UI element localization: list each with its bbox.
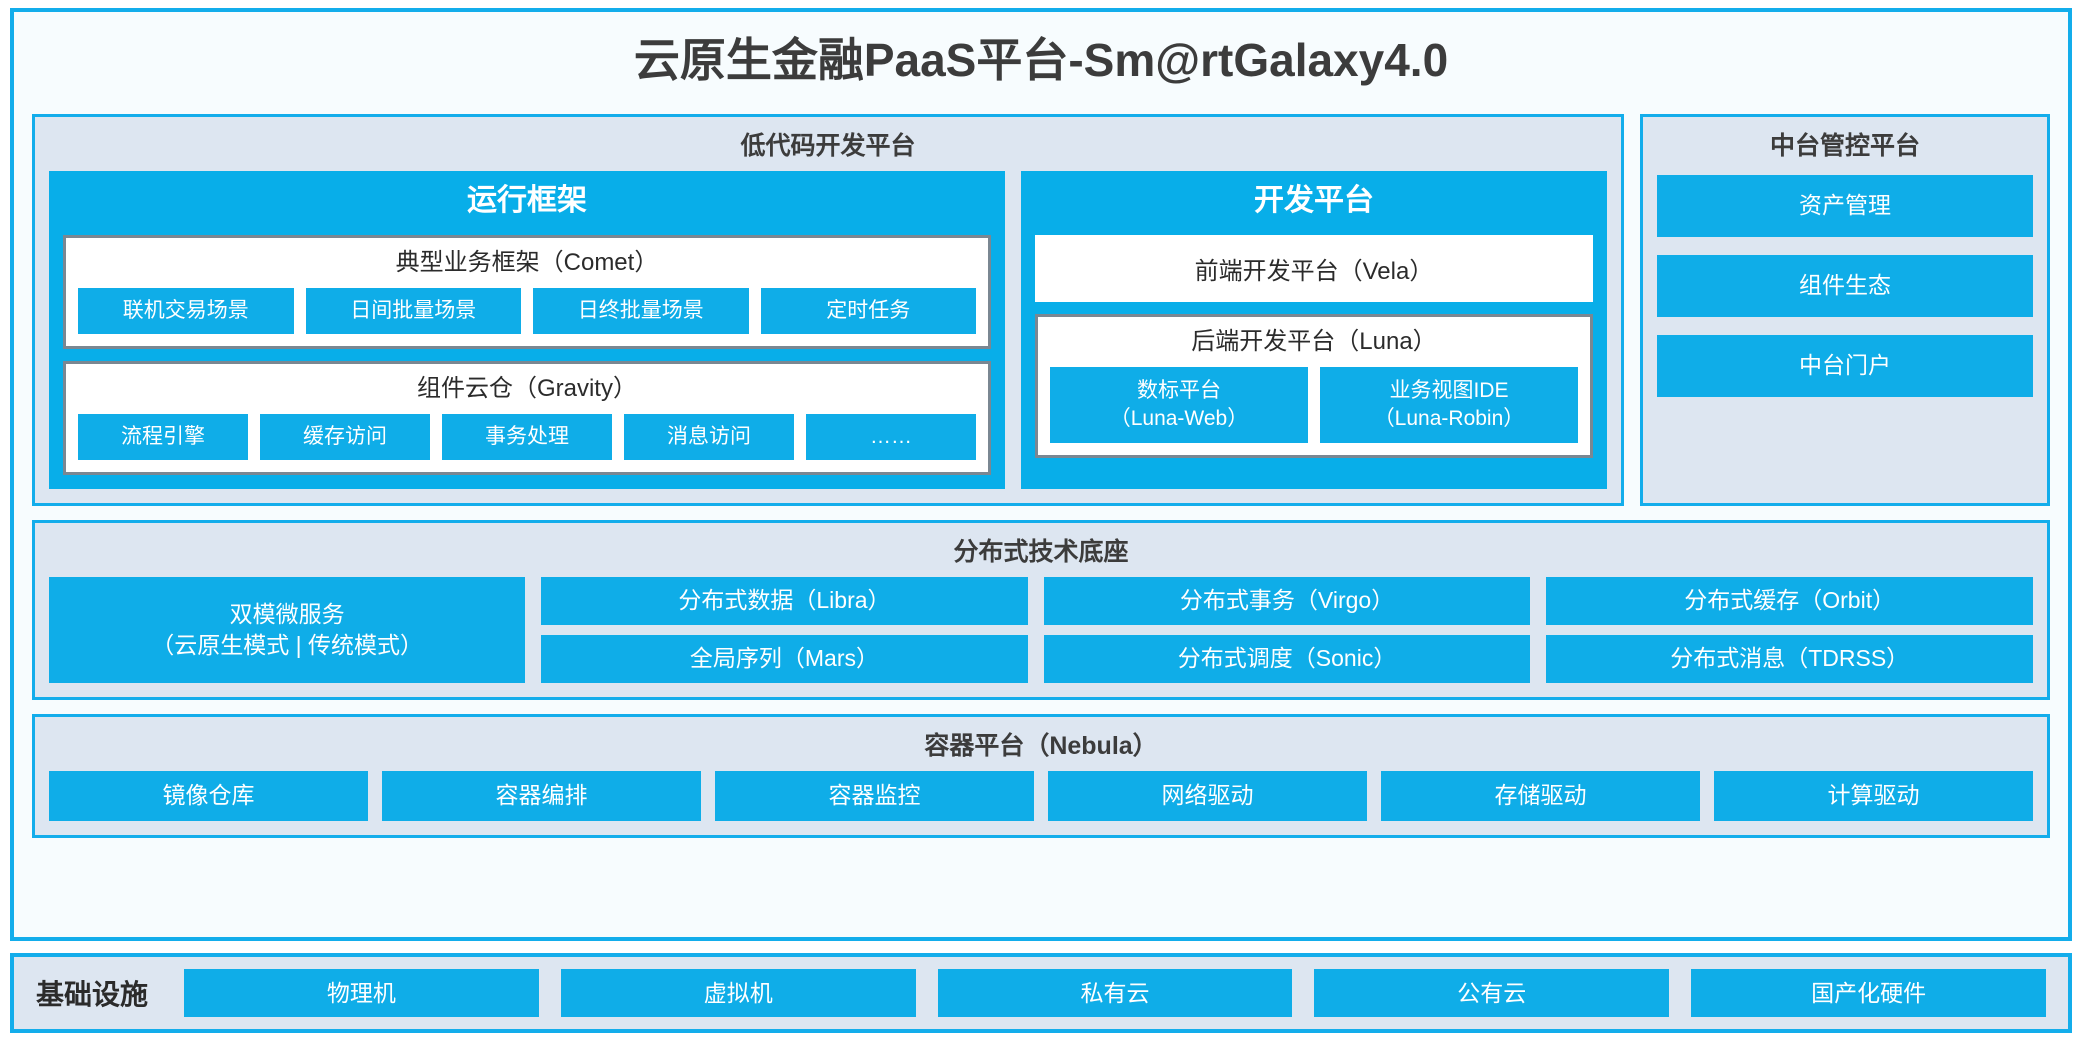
gravity-chip-row: 流程引擎 缓存访问 事务处理 消息访问 …… <box>78 413 976 460</box>
runtime-framework-title: 运行框架 <box>466 183 587 217</box>
container-item-image-registry[interactable]: 镜像仓库 <box>49 770 368 821</box>
lowcode-platform-panel: 低代码开发平台 运行框架 典型业务框架（Comet） 联机交易场景 日间批量场景… <box>32 113 1624 506</box>
container-item-compute-driver[interactable]: 计算驱动 <box>1714 770 2033 821</box>
container-item-orchestration[interactable]: 容器编排 <box>382 770 701 821</box>
comet-item[interactable]: 定时任务 <box>760 287 976 334</box>
distributed-column-1: 分布式数据（Libra） 全局序列（Mars） <box>541 576 1028 683</box>
midplatform-item-portal[interactable]: 中台门户 <box>1657 334 2033 397</box>
midplatform-list: 资产管理 组件生态 中台门户 <box>1657 171 2033 489</box>
infrastructure-item-virtual-machine[interactable]: 虚拟机 <box>560 968 916 1017</box>
gravity-item[interactable]: 缓存访问 <box>260 413 430 460</box>
lowcode-body: 运行框架 典型业务框架（Comet） 联机交易场景 日间批量场景 日终批量场景 … <box>49 170 1607 489</box>
gravity-item[interactable]: 消息访问 <box>624 413 794 460</box>
microservice-chip[interactable]: 双模微服务（云原生模式 | 传统模式） <box>49 576 526 683</box>
gravity-title: 组件云仓（Gravity） <box>416 374 637 402</box>
top-row: 低代码开发平台 运行框架 典型业务框架（Comet） 联机交易场景 日间批量场景… <box>32 113 2050 506</box>
backend-item-luna-web[interactable]: 数标平台（Luna-Web） <box>1049 366 1308 443</box>
backend-chip-row: 数标平台（Luna-Web） 业务视图IDE（Luna-Robin） <box>1049 366 1578 443</box>
backend-platform-box: 后端开发平台（Luna） 数标平台（Luna-Web） 业务视图IDE（Luna… <box>1034 313 1593 458</box>
gravity-item[interactable]: 流程引擎 <box>78 413 248 460</box>
infrastructure-item-private-cloud[interactable]: 私有云 <box>937 968 1293 1017</box>
gravity-item-more[interactable]: …… <box>806 413 976 460</box>
container-platform-body: 镜像仓库 容器编排 容器监控 网络驱动 存储驱动 计算驱动 <box>49 770 2033 821</box>
container-platform-title: 容器平台（Nebula） <box>924 731 1158 760</box>
distributed-base-body: 双模微服务（云原生模式 | 传统模式） 分布式数据（Libra） 全局序列（Ma… <box>49 576 2033 683</box>
comet-title: 典型业务框架（Comet） <box>395 248 659 276</box>
comet-item[interactable]: 日间批量场景 <box>305 287 521 334</box>
comet-item[interactable]: 日终批量场景 <box>533 287 749 334</box>
midplatform-title: 中台管控平台 <box>1769 131 1920 160</box>
distributed-base-title: 分布式技术底座 <box>953 537 1129 566</box>
development-platform-card: 开发平台 前端开发平台（Vela） 后端开发平台（Luna） 数标平台（Luna… <box>1020 170 1607 489</box>
backend-item-luna-robin[interactable]: 业务视图IDE（Luna-Robin） <box>1319 366 1578 443</box>
microservice-group: 双模微服务（云原生模式 | 传统模式） <box>49 576 526 683</box>
distributed-base-panel: 分布式技术底座 双模微服务（云原生模式 | 传统模式） 分布式数据（Libra）… <box>32 519 2050 700</box>
infrastructure-item-physical-machine[interactable]: 物理机 <box>184 968 539 1017</box>
container-item-network-driver[interactable]: 网络驱动 <box>1048 770 1367 821</box>
comet-chip-row: 联机交易场景 日间批量场景 日终批量场景 定时任务 <box>78 287 976 334</box>
runtime-framework-card: 运行框架 典型业务框架（Comet） 联机交易场景 日间批量场景 日终批量场景 … <box>49 170 1005 489</box>
infrastructure-bar: 基础设施 物理机 虚拟机 私有云 公有云 国产化硬件 <box>10 952 2072 1033</box>
infrastructure-item-public-cloud[interactable]: 公有云 <box>1314 968 1670 1017</box>
backend-platform-title: 后端开发平台（Luna） <box>1191 327 1437 355</box>
development-platform-title: 开发平台 <box>1253 183 1374 217</box>
distributed-item-tdrss[interactable]: 分布式消息（TDRSS） <box>1546 634 2033 683</box>
container-item-storage-driver[interactable]: 存储驱动 <box>1381 770 1700 821</box>
distributed-item-orbit[interactable]: 分布式缓存（Orbit） <box>1546 576 2033 625</box>
distributed-item-sonic[interactable]: 分布式调度（Sonic） <box>1043 634 1531 683</box>
infrastructure-chips: 物理机 虚拟机 私有云 公有云 国产化硬件 <box>184 968 2046 1017</box>
gravity-item[interactable]: 事务处理 <box>442 413 612 460</box>
lowcode-platform-title: 低代码开发平台 <box>740 131 916 160</box>
distributed-column-3: 分布式缓存（Orbit） 分布式消息（TDRSS） <box>1546 576 2033 683</box>
comet-box: 典型业务框架（Comet） 联机交易场景 日间批量场景 日终批量场景 定时任务 <box>63 234 991 349</box>
distributed-item-libra[interactable]: 分布式数据（Libra） <box>541 576 1028 625</box>
container-platform-panel: 容器平台（Nebula） 镜像仓库 容器编排 容器监控 网络驱动 存储驱动 计算… <box>32 713 2050 838</box>
infrastructure-item-domestic-hardware[interactable]: 国产化硬件 <box>1691 968 2046 1017</box>
page-title: 云原生金融PaaS平台-Sm@rtGalaxy4.0 <box>633 34 1449 86</box>
distributed-column-2: 分布式事务（Virgo） 分布式调度（Sonic） <box>1043 576 1531 683</box>
frontend-platform-tile[interactable]: 前端开发平台（Vela） <box>1034 234 1593 302</box>
infrastructure-label: 基础设施 <box>36 978 149 1010</box>
container-item-monitoring[interactable]: 容器监控 <box>715 770 1034 821</box>
midplatform-item-component-ecology[interactable]: 组件生态 <box>1657 254 2033 317</box>
midplatform-panel: 中台管控平台 资产管理 组件生态 中台门户 <box>1640 113 2050 506</box>
comet-item[interactable]: 联机交易场景 <box>78 287 294 334</box>
distributed-item-mars[interactable]: 全局序列（Mars） <box>541 634 1028 683</box>
midplatform-item-asset-management[interactable]: 资产管理 <box>1657 174 2033 237</box>
platform-frame: 云原生金融PaaS平台-Sm@rtGalaxy4.0 低代码开发平台 运行框架 … <box>10 8 2072 941</box>
distributed-item-virgo[interactable]: 分布式事务（Virgo） <box>1043 576 1531 625</box>
gravity-box: 组件云仓（Gravity） 流程引擎 缓存访问 事务处理 消息访问 …… <box>63 360 991 475</box>
